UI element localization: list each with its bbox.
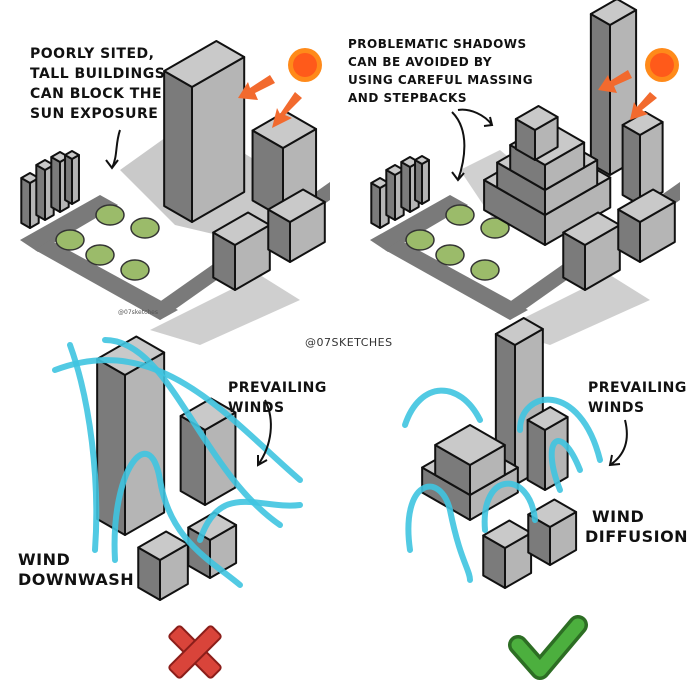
building-shadow bbox=[150, 275, 300, 345]
building-face bbox=[50, 156, 61, 213]
building bbox=[526, 406, 569, 491]
building-face bbox=[514, 105, 559, 131]
check-mark-icon bbox=[508, 615, 588, 680]
wind-bad-prevailing-label: PREVAILING WINDS bbox=[228, 380, 332, 416]
road bbox=[20, 195, 118, 252]
building bbox=[212, 211, 271, 291]
wind-arrow bbox=[402, 387, 483, 428]
building bbox=[96, 335, 166, 536]
trees bbox=[55, 204, 510, 281]
tree-icon bbox=[95, 204, 125, 226]
wind-flow-bad bbox=[52, 337, 303, 588]
building-face bbox=[562, 211, 621, 246]
wind-arrow bbox=[197, 498, 303, 543]
building-face bbox=[526, 419, 546, 491]
sun-icon bbox=[645, 48, 679, 82]
building bbox=[617, 188, 676, 263]
arrow-icon bbox=[598, 70, 632, 93]
building bbox=[163, 40, 246, 223]
watermark: @07sketches bbox=[118, 309, 158, 316]
wind-arrow bbox=[67, 342, 100, 553]
pointer-arrows bbox=[105, 108, 628, 467]
building bbox=[482, 519, 533, 589]
credit-handle: @07SKETCHES bbox=[305, 336, 393, 349]
tree-icon bbox=[85, 244, 115, 266]
building-face bbox=[414, 155, 430, 165]
arrow-icon bbox=[272, 92, 302, 128]
tree-icon bbox=[445, 204, 475, 226]
building-face bbox=[71, 154, 80, 205]
building-face bbox=[96, 358, 126, 536]
pointer-arrow bbox=[451, 111, 466, 182]
building-face bbox=[621, 111, 664, 136]
sun-bad-caption: POORLY SITED, TALL BUILDINGS CAN BLOCK T… bbox=[30, 46, 171, 122]
arrow-icon bbox=[238, 75, 275, 100]
road bbox=[370, 195, 468, 252]
building-face bbox=[212, 211, 271, 246]
building-face bbox=[385, 169, 396, 221]
building bbox=[514, 105, 559, 161]
tree-icon bbox=[130, 217, 160, 239]
tree-icon bbox=[480, 217, 510, 239]
building-face bbox=[494, 317, 544, 346]
pointer-arrow bbox=[608, 419, 628, 467]
building-face bbox=[526, 406, 569, 431]
arrow-icon bbox=[630, 92, 657, 120]
pointer-arrow bbox=[457, 108, 494, 127]
building-face bbox=[64, 150, 80, 160]
sun-ray-arrows bbox=[238, 70, 657, 128]
building bbox=[267, 188, 326, 263]
building bbox=[64, 150, 80, 205]
building-face bbox=[434, 424, 506, 466]
building bbox=[414, 155, 430, 205]
building-face bbox=[35, 164, 46, 221]
wind-good-prevailing-label: PREVAILING WINDS bbox=[588, 380, 692, 416]
building-face bbox=[482, 519, 533, 549]
wind-arrow bbox=[52, 357, 303, 483]
building-face bbox=[20, 177, 31, 229]
building-face bbox=[400, 161, 411, 213]
building-face bbox=[137, 530, 189, 561]
building bbox=[527, 498, 578, 566]
pointer-arrow bbox=[105, 129, 121, 170]
wind-arrow bbox=[548, 438, 583, 493]
sun-icon bbox=[288, 48, 322, 82]
tree-icon bbox=[405, 229, 435, 251]
building-face bbox=[267, 188, 326, 223]
tree-icon bbox=[55, 229, 85, 251]
tree-icon bbox=[120, 259, 150, 281]
building-face bbox=[414, 159, 423, 205]
road bbox=[385, 240, 528, 320]
building-face bbox=[621, 124, 641, 206]
building bbox=[621, 111, 664, 206]
sun-good-caption: PROBLEMATIC SHADOWS CAN BE AVOIDED BY US… bbox=[348, 37, 538, 105]
building-face bbox=[617, 188, 676, 223]
road bbox=[35, 240, 178, 320]
tree-icon bbox=[470, 259, 500, 281]
building-face bbox=[163, 40, 246, 88]
building-face bbox=[370, 182, 381, 229]
x-mark-icon bbox=[168, 625, 222, 679]
building-face bbox=[163, 70, 193, 223]
tree-icon bbox=[435, 244, 465, 266]
building bbox=[434, 424, 506, 496]
building-face bbox=[124, 351, 166, 536]
wind-arrow bbox=[405, 483, 473, 583]
building-face bbox=[64, 154, 73, 205]
building bbox=[137, 530, 189, 601]
pointer-arrow bbox=[257, 399, 272, 467]
wind-arrow bbox=[111, 451, 243, 588]
building-face bbox=[589, 0, 638, 26]
wind-downwash-label: WIND DOWNWASH bbox=[18, 550, 134, 589]
wind-diffusion-label: WIND DIFFUSION bbox=[585, 507, 688, 546]
wind-flow-good bbox=[402, 387, 603, 583]
wind-arrow bbox=[481, 480, 538, 533]
building-face bbox=[421, 159, 430, 205]
wind-arrow bbox=[517, 396, 603, 463]
building-face bbox=[589, 13, 611, 176]
